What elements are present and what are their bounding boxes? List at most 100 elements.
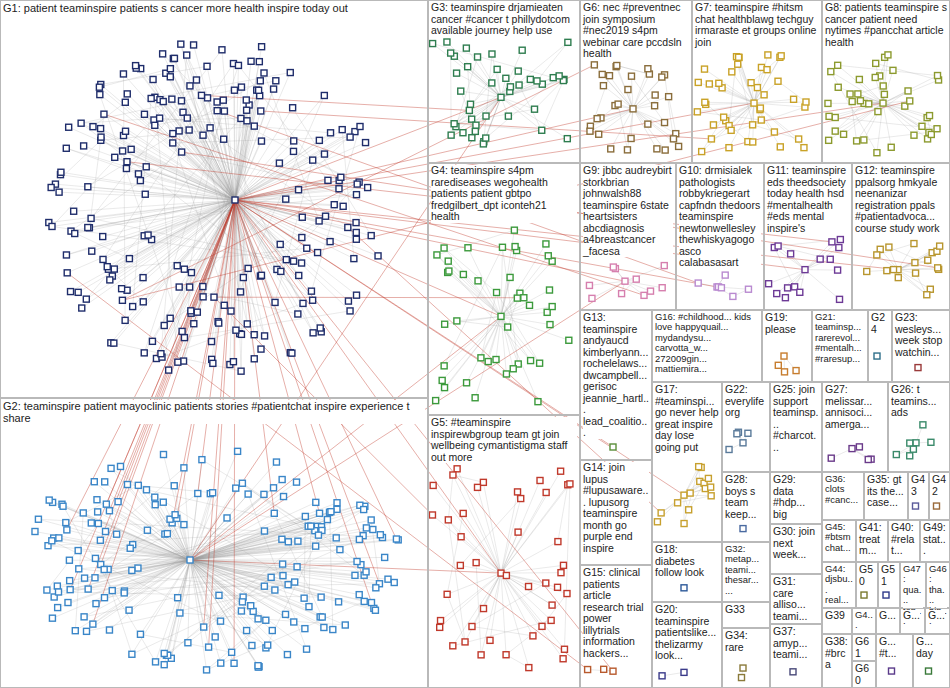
vertex-icon bbox=[291, 148, 297, 154]
vertex-icon bbox=[88, 520, 94, 526]
vertex-icon bbox=[92, 575, 98, 581]
vertex-icon bbox=[279, 536, 285, 542]
group-panel: G36: clots #canc... bbox=[822, 472, 864, 520]
intergroup-link bbox=[234, 200, 236, 663]
vertex-icon bbox=[874, 353, 880, 359]
vertex-icon bbox=[82, 575, 88, 581]
vertex-icon bbox=[186, 127, 192, 133]
vertex-link bbox=[164, 560, 190, 665]
vertex-link bbox=[805, 240, 840, 270]
vertex-link bbox=[898, 270, 927, 295]
vertex-icon bbox=[160, 452, 166, 458]
vertex-link bbox=[501, 573, 506, 655]
group-panel: G21: teaminsp... rarerevol... #mentalh..… bbox=[812, 310, 868, 382]
group-label: G18: diabetes follow look bbox=[655, 544, 719, 579]
vertex-link bbox=[501, 573, 551, 620]
vertex-icon bbox=[856, 76, 862, 82]
group-label: G50 bbox=[859, 564, 875, 587]
vertex-icon bbox=[256, 87, 262, 93]
vertex-icon bbox=[244, 107, 250, 113]
vertex-link bbox=[58, 560, 190, 608]
vertex-link bbox=[123, 74, 125, 320]
vertex-icon bbox=[624, 147, 630, 153]
group-panel: G4: teaminspire s4pm rarediseases wegohe… bbox=[428, 163, 580, 415]
vertex-icon bbox=[71, 208, 77, 214]
vertex-link bbox=[501, 290, 550, 316]
group-panel: G47: qua... top... bbox=[900, 562, 926, 608]
vertex-icon bbox=[633, 276, 639, 282]
vertex-icon bbox=[430, 482, 436, 488]
vertex-link bbox=[835, 103, 883, 131]
vertex-icon bbox=[32, 529, 38, 535]
group-label: G4: teaminspire s4pm rarediseases wegohe… bbox=[431, 165, 577, 223]
vertex-icon bbox=[446, 268, 452, 274]
vertex-link bbox=[71, 200, 235, 231]
group-panel: G35: gt its the... case... bbox=[864, 472, 908, 520]
group-label: G21: teaminsp... rarerevol... #mentalh..… bbox=[815, 312, 865, 364]
group-panel: G... bbox=[876, 608, 900, 634]
vertex-icon bbox=[825, 100, 831, 106]
vertex-icon bbox=[857, 98, 863, 104]
vertex-icon bbox=[84, 628, 90, 634]
vertex-icon bbox=[167, 66, 173, 72]
vertex-icon bbox=[121, 590, 127, 596]
vertex-icon bbox=[181, 266, 187, 272]
vertex-icon bbox=[498, 94, 504, 100]
vertex-link bbox=[190, 560, 286, 614]
vertex-icon bbox=[696, 464, 702, 470]
vertex-icon bbox=[738, 675, 744, 681]
vertex-link bbox=[106, 504, 190, 560]
vertex-icon bbox=[214, 108, 220, 114]
vertex-icon bbox=[292, 579, 298, 585]
vertex-link bbox=[669, 97, 679, 147]
vertex-icon bbox=[319, 614, 325, 620]
vertex-icon bbox=[919, 123, 925, 129]
vertex-link bbox=[475, 316, 501, 397]
vertex-icon bbox=[661, 263, 667, 269]
group-label: G8: patients teaminspire s cancer patien… bbox=[825, 2, 947, 48]
vertex-link bbox=[805, 248, 839, 270]
vertex-icon bbox=[750, 139, 756, 145]
vertex-icon bbox=[758, 117, 764, 123]
vertex-link bbox=[70, 560, 190, 581]
vertex-icon bbox=[849, 99, 855, 105]
vertex-icon bbox=[558, 468, 564, 474]
vertex-icon bbox=[526, 665, 532, 671]
vertex-icon bbox=[302, 513, 308, 519]
vertex-link bbox=[876, 63, 939, 80]
vertex-icon bbox=[881, 91, 887, 97]
group-panel: G46: tha... bjp... bbox=[926, 562, 950, 608]
vertex-icon bbox=[321, 624, 327, 630]
vertex-icon bbox=[104, 264, 110, 270]
group-panel: G50 bbox=[856, 562, 878, 608]
group-panel: G31: care alliso... teami... bbox=[770, 574, 822, 624]
vertex-link bbox=[151, 98, 235, 200]
vertex-icon bbox=[442, 385, 448, 391]
vertex-icon bbox=[885, 52, 891, 58]
group-panel: G... #t... bbox=[876, 634, 913, 688]
vertex-icon bbox=[271, 86, 277, 92]
vertex-icon bbox=[356, 592, 362, 598]
vertex-icon bbox=[259, 44, 265, 50]
vertex-icon bbox=[681, 492, 687, 498]
vertex-icon bbox=[306, 604, 312, 610]
vertex-icon bbox=[191, 42, 197, 48]
vertex-icon bbox=[345, 298, 351, 304]
vertex-link bbox=[501, 97, 542, 130]
vertex-icon bbox=[49, 538, 55, 544]
group-panel: G32: metap... teami... thesar... ... bbox=[722, 542, 770, 602]
vertex-icon bbox=[176, 128, 182, 134]
vertex-icon bbox=[481, 606, 487, 612]
vertex-link bbox=[163, 102, 356, 233]
vertex-link bbox=[190, 494, 248, 560]
vertex-icon bbox=[304, 646, 310, 652]
group-label: G22: everylifeorg bbox=[725, 384, 767, 419]
vertex-icon bbox=[599, 71, 605, 77]
vertex-link bbox=[190, 560, 375, 610]
vertex-link bbox=[705, 102, 754, 104]
vertex-icon bbox=[291, 619, 297, 625]
vertex-icon bbox=[184, 52, 190, 58]
vertex-link bbox=[59, 192, 235, 200]
vertex-icon bbox=[249, 642, 255, 648]
group-label: G17: #teaminspi... go never help great i… bbox=[655, 384, 719, 453]
